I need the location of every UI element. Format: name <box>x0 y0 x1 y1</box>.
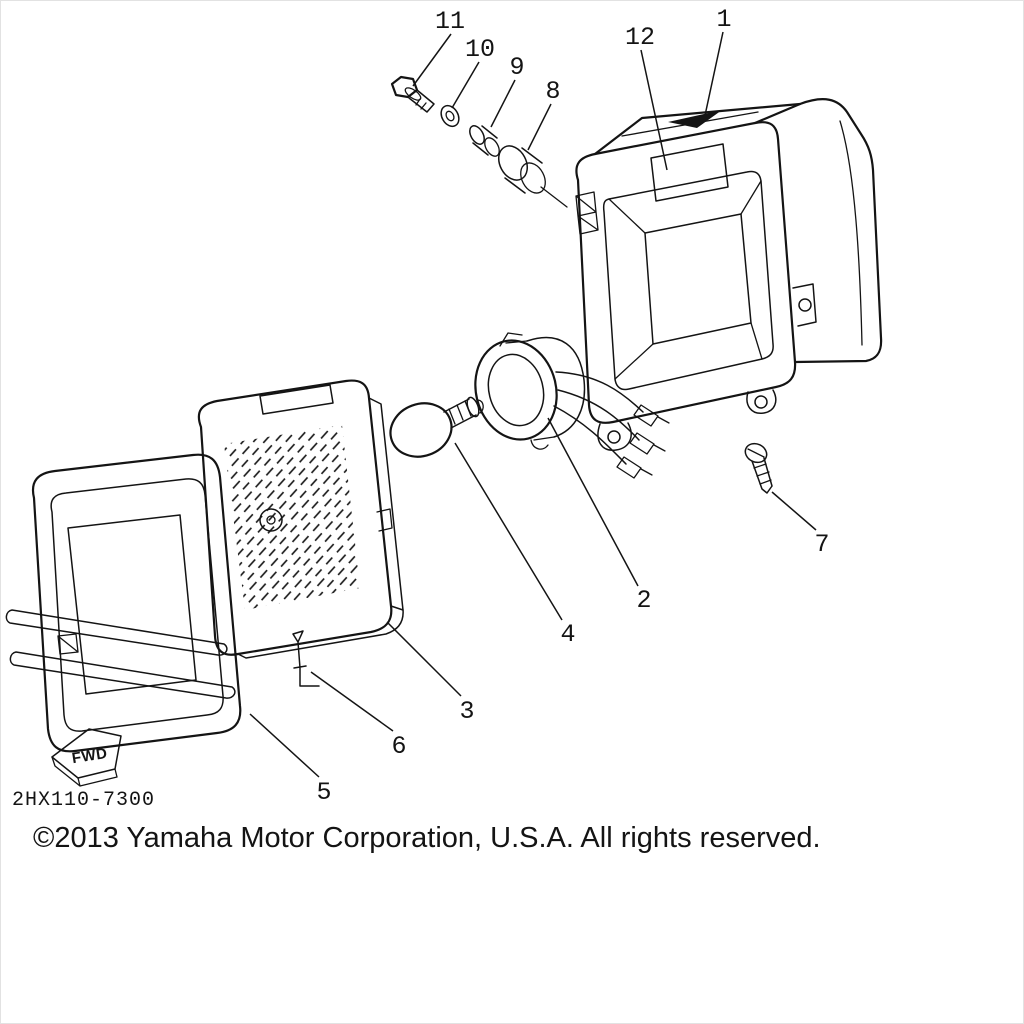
callout-12: 12 <box>625 23 655 52</box>
part-label-plate <box>650 143 729 202</box>
part-housing-body <box>575 98 883 451</box>
callout-7: 7 <box>814 530 829 559</box>
part-socket-2 <box>474 332 670 479</box>
copyright-notice: ©2013 Yamaha Motor Corporation, U.S.A. A… <box>33 822 821 854</box>
fwd-marker: FWD <box>51 728 122 787</box>
fwd-label: FWD <box>71 745 109 767</box>
callout-2: 2 <box>636 586 651 615</box>
callout-5: 5 <box>316 778 331 807</box>
part-code: 2HX110-7300 <box>12 789 156 812</box>
leader-lines <box>249 31 817 778</box>
callout-6: 6 <box>391 732 406 761</box>
part-collar-9 <box>469 125 500 157</box>
callout-3: 3 <box>459 697 474 726</box>
part-guard-5 <box>5 453 242 753</box>
callout-9: 9 <box>509 53 524 82</box>
part-grommet-8 <box>497 145 568 208</box>
part-lens-3 <box>197 379 404 659</box>
callout-8: 8 <box>545 77 560 106</box>
callout-1: 1 <box>716 5 731 34</box>
part-bulb-4 <box>389 396 484 458</box>
callout-numbers: 11 10 9 8 12 1 7 2 4 3 6 5 <box>316 5 829 807</box>
part-screw-6 <box>292 630 320 687</box>
callout-4: 4 <box>560 620 575 649</box>
part-bolt-11 <box>390 75 435 113</box>
part-washer-10 <box>440 104 460 128</box>
part-screw-7 <box>744 442 773 494</box>
callout-10: 10 <box>465 35 495 64</box>
callout-11: 11 <box>435 7 465 36</box>
